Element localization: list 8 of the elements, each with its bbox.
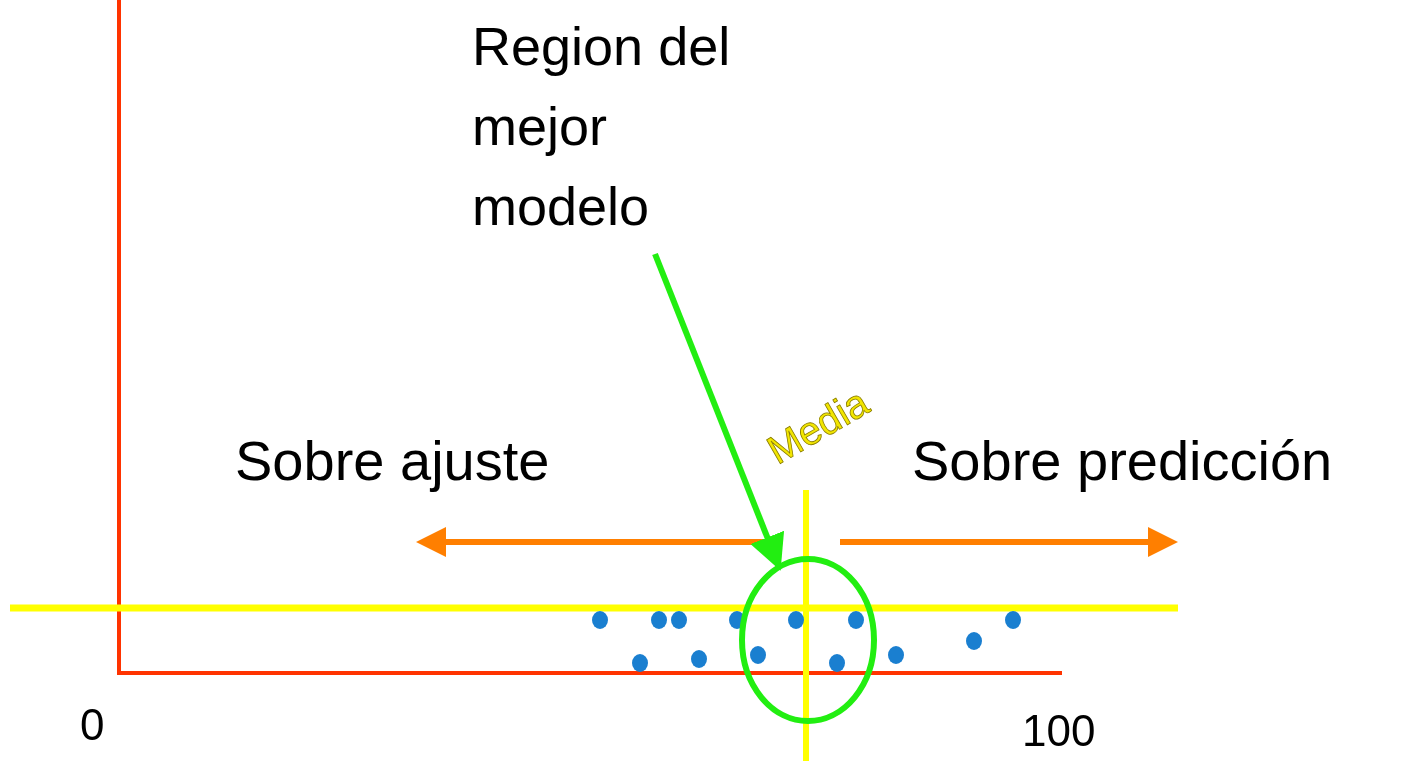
line-label: Media xyxy=(759,379,877,473)
arrow xyxy=(652,252,785,571)
axis-label: 0 xyxy=(80,700,105,750)
annotation-text: Region del mejor modelo xyxy=(472,6,792,246)
region-label: Sobre predicción xyxy=(912,428,1333,493)
region-label: Sobre ajuste xyxy=(235,428,550,493)
ellipse xyxy=(740,557,876,723)
axis-label: 100 xyxy=(1022,706,1096,756)
